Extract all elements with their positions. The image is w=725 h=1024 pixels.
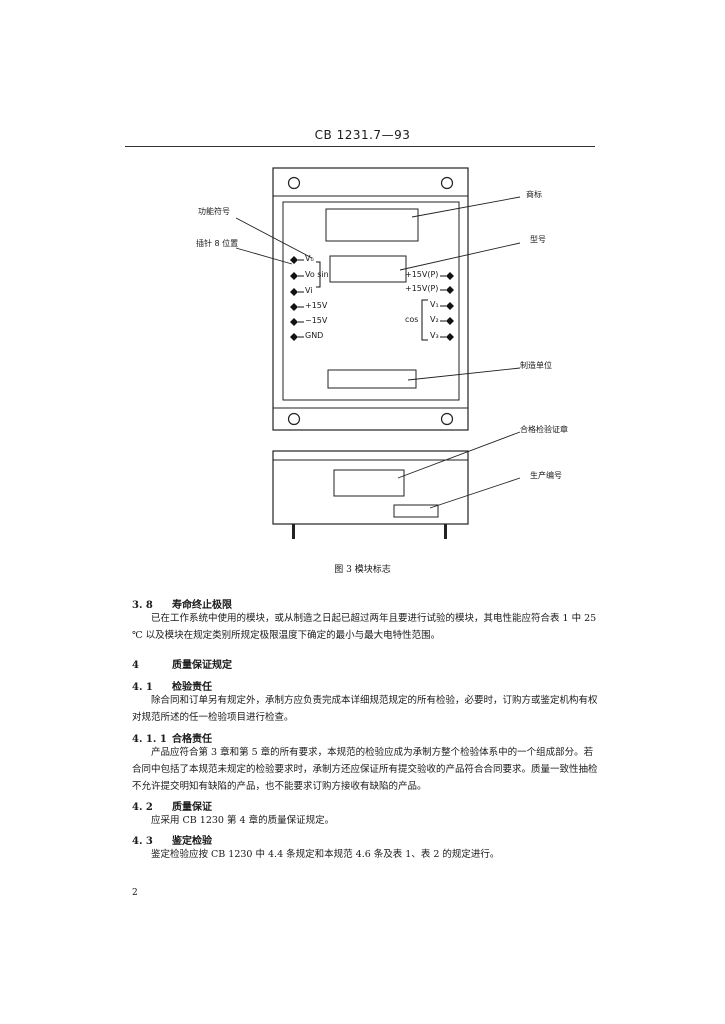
mount-hole-icon	[440, 176, 454, 190]
qc-stamp-box	[333, 469, 405, 497]
left-pins	[290, 256, 298, 341]
label-qc-stamp: 合格检验证章	[520, 425, 568, 434]
pin-label: V₀	[305, 254, 314, 263]
module-marking-figure	[235, 167, 521, 539]
label-pin-function: 功能符号	[198, 207, 230, 216]
pin-label: Vo sin	[305, 270, 329, 279]
section-4-1-1-paragraph: 产品应符合第 3 章和第 5 章的所有要求，本规范的检验应成为承制方整个检验体系…	[132, 747, 598, 792]
section-3-8-paragraph: 已在工作系统中使用的模块，或从制造之日起已超过两年且要进行试验的模块，其电性能应…	[132, 613, 597, 641]
pin-label: V₃	[430, 331, 439, 340]
pin-label: +15V(P)	[405, 270, 439, 279]
module-side-view	[272, 450, 469, 525]
module-leg	[444, 524, 447, 539]
label-nameplate: 商标	[526, 190, 542, 199]
pin-label: +15V	[305, 301, 328, 310]
label-pin-position: 插针 8 位置	[196, 239, 239, 248]
pin-label: +15V(P)	[405, 284, 439, 293]
pin-label: V₂	[430, 315, 439, 324]
mount-hole-icon	[440, 412, 454, 426]
model-box	[329, 255, 407, 283]
right-pins	[446, 272, 454, 341]
section-4-3-paragraph: 鉴定检验应按 CB 1230 中 4.4 条规定和本规范 4.6 条及表 1、表…	[151, 849, 500, 860]
pin-label: Vi	[305, 286, 313, 295]
manufacturer-box	[327, 369, 417, 389]
label-model: 型号	[530, 235, 546, 244]
mount-hole-icon	[287, 412, 301, 426]
page-number: 2	[132, 888, 138, 898]
cos-label: cos	[405, 315, 419, 324]
pin-label: −15V	[305, 316, 328, 325]
header-rule	[125, 146, 595, 147]
serial-box	[393, 504, 439, 518]
label-manufacturer: 制造单位	[520, 361, 552, 370]
label-serial: 生产编号	[530, 471, 562, 480]
page-header: CB 1231.7—93	[314, 128, 411, 142]
nameplate-box	[325, 208, 419, 242]
mount-hole-icon	[287, 176, 301, 190]
module-leg	[292, 524, 295, 539]
pin-label: V₁	[430, 300, 439, 309]
module-outline	[272, 167, 469, 431]
section-4-2-paragraph: 应采用 CB 1230 第 4 章的质量保证规定。	[151, 815, 335, 826]
figure-caption: 图 3 模块标志	[334, 565, 391, 575]
pin-label: GND	[305, 331, 324, 340]
front-panel	[282, 201, 460, 401]
section-4-1-paragraph: 除合同和订单另有规定外，承制方应负责完成本详细规范规定的所有检验，必要时，订购方…	[132, 695, 598, 723]
